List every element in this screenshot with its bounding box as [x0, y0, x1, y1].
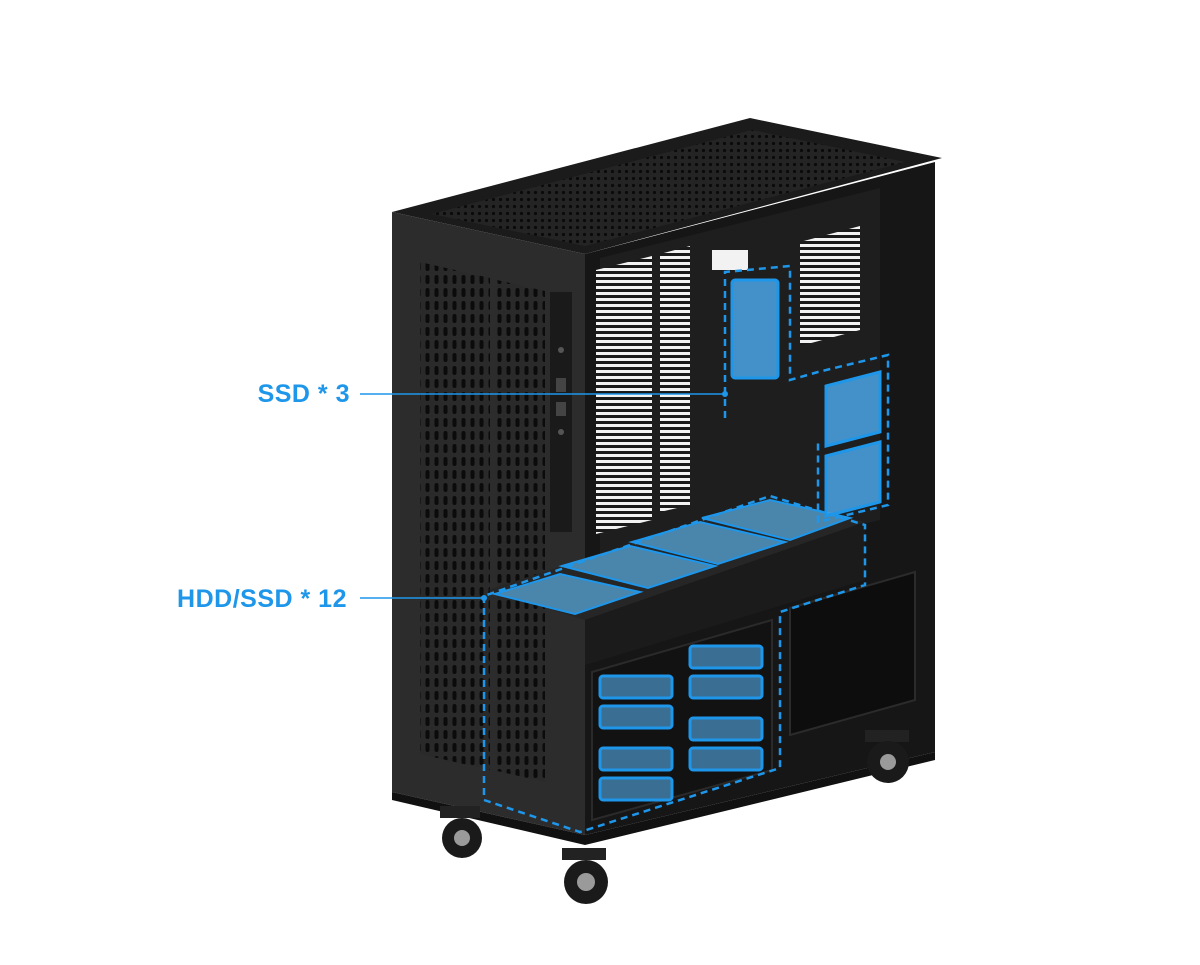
caster-hub [454, 830, 470, 846]
drive-highlight [701, 498, 854, 542]
hdd-tray [598, 746, 674, 772]
front-io-port [558, 347, 564, 353]
case-top-mesh [432, 130, 905, 246]
hdd-tray [598, 704, 674, 730]
hdd-tray [688, 716, 764, 742]
hdd-tray [598, 674, 674, 700]
ssd-highlights [730, 278, 882, 518]
shelf-drive-highlights [491, 498, 854, 616]
hdd-trays [598, 644, 764, 802]
ssd-callout-label: SSD * 3 [257, 380, 350, 408]
caster-wheels [440, 730, 909, 904]
ssd-highlight [824, 370, 882, 448]
caster-mount [562, 848, 606, 860]
case-front-perforation [420, 262, 490, 770]
drive-highlight [628, 520, 789, 566]
ssd-highlight [730, 278, 780, 380]
psu-bay [789, 570, 916, 737]
caster-mount [440, 806, 480, 818]
hdd-tray [688, 644, 764, 670]
hdd-tray [598, 776, 674, 802]
front-io-port-2 [558, 429, 564, 435]
caster-hub [880, 754, 896, 770]
front-io-usb-port-2 [556, 402, 566, 416]
hdd-tray [688, 674, 764, 700]
hdd-leader-dot [481, 595, 487, 601]
hdd-tray [688, 746, 764, 772]
caster-mount [865, 730, 909, 742]
interior-vent-mid [660, 246, 690, 512]
hdd-ssd-callout-label: HDD/SSD * 12 [177, 585, 347, 613]
drive-highlight [491, 572, 644, 616]
ssd-zone-outline [723, 264, 890, 524]
caster-hub [577, 873, 595, 891]
front-io-usb-port [556, 378, 566, 392]
interior-vent-top-right [800, 226, 860, 346]
drive-highlight [558, 544, 719, 590]
interior-vent-left [596, 256, 652, 534]
ssd-leader-dot [722, 391, 728, 397]
ssd-highlight [824, 440, 882, 518]
interior-opening [712, 250, 748, 270]
case-front-perforation-2 [497, 280, 545, 782]
drive-shelf-front [585, 522, 865, 665]
